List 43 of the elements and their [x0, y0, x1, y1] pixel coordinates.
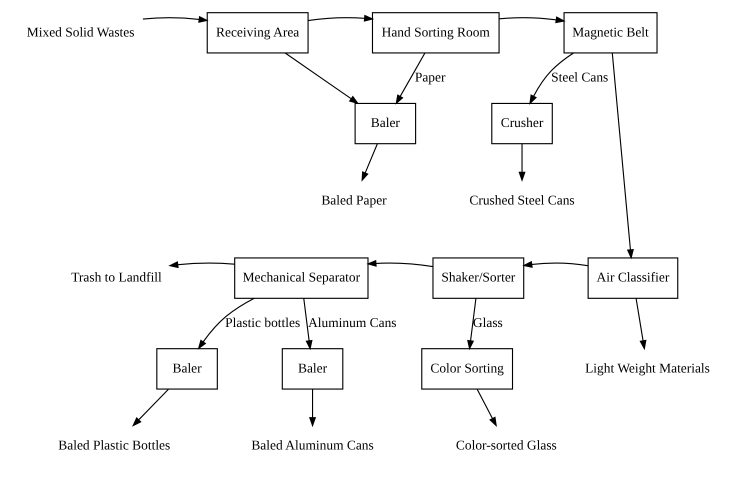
arrow: [395, 52, 426, 105]
node-text: Light Weight Materials: [585, 360, 710, 376]
arrow: [309, 389, 316, 428]
node-box: Mechanical Separator: [234, 257, 369, 299]
edge-label: Paper: [414, 70, 446, 85]
node-text: Crushed Steel Cans: [469, 192, 575, 208]
arrow: [285, 52, 360, 104]
node-box: Air Classifier: [588, 257, 678, 299]
arrow: [198, 298, 254, 350]
arrow: [636, 298, 646, 350]
arrow: [362, 144, 378, 182]
node-text: Baled Aluminum Cans: [251, 438, 374, 453]
node-text: Baled Paper: [321, 192, 387, 208]
arrow: [467, 298, 476, 350]
node-box: Magnetic Belt: [563, 12, 658, 54]
arrow: [142, 16, 209, 23]
arrow: [366, 260, 433, 268]
node-text: Color-sorted Glass: [456, 438, 557, 453]
arrow: [529, 52, 574, 105]
edge-label: Plastic bottles: [225, 314, 300, 330]
node-box: Baler: [156, 348, 218, 390]
node-box: Baler: [354, 102, 416, 144]
arrow: [518, 144, 526, 182]
node-box: Receiving Area: [206, 12, 309, 54]
arrow: [476, 389, 497, 428]
node-box: Crusher: [491, 102, 553, 144]
arrow: [132, 388, 169, 427]
node-text: Baled Plastic Bottles: [58, 438, 170, 453]
arrow: [168, 261, 235, 268]
edge-label: Steel Cans: [551, 70, 608, 85]
arrow: [308, 14, 374, 22]
node-text: Trash to Landfill: [71, 270, 162, 285]
arrow: [303, 298, 313, 350]
edge-label: Glass: [472, 314, 503, 330]
arrow: [522, 260, 588, 268]
node-box: Baler: [282, 348, 344, 390]
node-text: Mixed Solid Wastes: [26, 24, 134, 40]
edge-label: Aluminum Cans: [308, 314, 397, 330]
arrow: [612, 52, 634, 260]
arrow: [499, 16, 566, 24]
node-box: Color Sorting: [421, 348, 514, 390]
node-box: Shaker/Sorter: [432, 257, 524, 299]
node-box: Hand Sorting Room: [372, 12, 500, 54]
